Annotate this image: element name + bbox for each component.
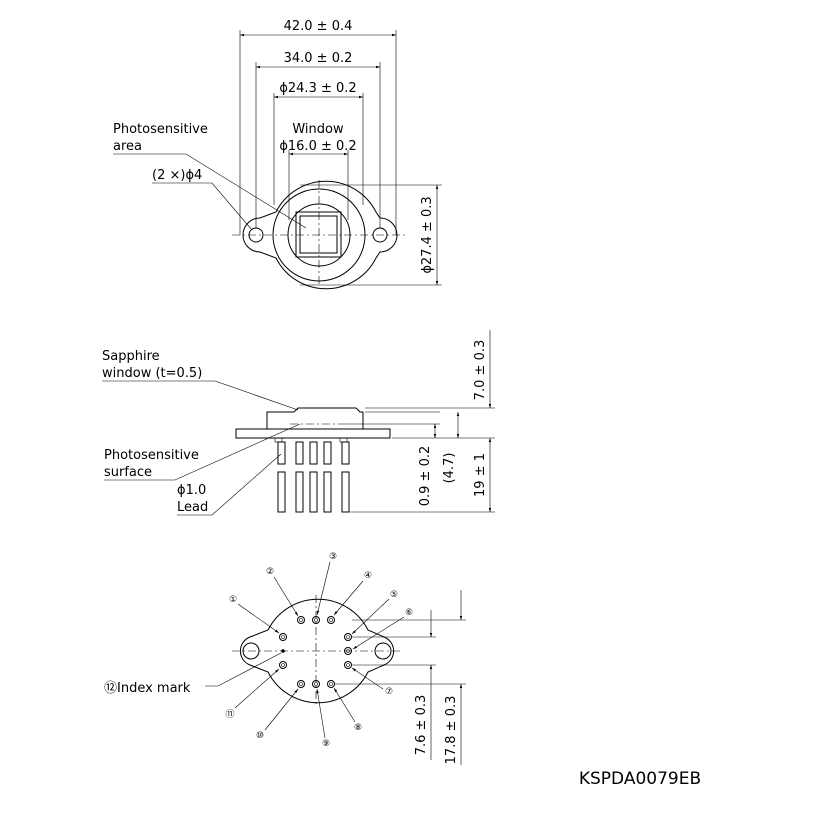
dim-reference: (4.7) <box>442 453 457 484</box>
surface-label-2: surface <box>104 465 152 480</box>
pin-label-3: ③ <box>329 552 337 562</box>
dim-lead-length: 19 ± 1 <box>473 453 488 497</box>
lead-label: Lead <box>177 500 208 515</box>
lead-diameter-label: ϕ1.0 <box>177 483 206 498</box>
dim-outer-width: 42.0 ± 0.4 <box>284 19 353 34</box>
pin-label-11: ⑪ <box>225 709 234 720</box>
pin-label-6: ⑥ <box>405 608 413 618</box>
pin-label-2: ② <box>266 567 274 577</box>
dim-surface-depth: 0.9 ± 0.2 <box>418 446 433 507</box>
photosensitive-area-square <box>295 211 342 258</box>
index-mark-dot <box>281 649 285 653</box>
holes-label: (2 ×)ϕ4 <box>152 168 202 183</box>
dim-height: 7.0 ± 0.3 <box>473 340 488 401</box>
top-flange-outline <box>242 180 398 290</box>
dim-window-diameter: ϕ16.0 ± 0.2 <box>279 139 356 154</box>
window-label: Window <box>292 122 344 137</box>
pin-label-9: ⑨ <box>322 739 330 749</box>
dim-flange-diameter: ϕ27.4 ± 0.3 <box>420 196 435 273</box>
pin-label-4: ④ <box>364 571 372 581</box>
sapphire-label-2: window (t=0.5) <box>102 366 202 381</box>
dim-body-diameter: ϕ24.3 ± 0.2 <box>279 81 356 96</box>
bottom-pins <box>279 616 352 688</box>
dim-pin-row-inner: 7.6 ± 0.3 <box>414 695 429 756</box>
drawing-code: KSPDA0079EB <box>579 769 701 789</box>
dim-hole-pitch: 34.0 ± 0.2 <box>284 51 353 66</box>
photosensitive-area-inner <box>299 215 338 254</box>
side-leads <box>277 441 350 513</box>
pin-label-1: ① <box>229 595 237 605</box>
pin-label-10: ⑩ <box>256 731 264 741</box>
surface-label-1: Photosensitive <box>104 448 199 463</box>
photosensitive-area-label-1: Photosensitive <box>113 122 208 137</box>
side-cap <box>266 407 364 429</box>
photosensitive-area-label-2: area <box>113 139 142 154</box>
side-view: Sapphire window (t=0.5) Photosensitive s… <box>102 330 495 516</box>
pin-label-5: ⑤ <box>390 590 398 600</box>
sapphire-label-1: Sapphire <box>102 349 160 364</box>
top-view: 42.0 ± 0.4 34.0 ± 0.2 ϕ24.3 ± 0.2 Window… <box>113 19 442 290</box>
side-flange <box>235 428 391 439</box>
pin-label-8: ⑧ <box>354 723 362 733</box>
dim-pin-row-outer: 17.8 ± 0.3 <box>444 696 459 765</box>
bottom-mount-hole-right <box>374 642 392 660</box>
pin-labels: ① ② ③ ④ ⑤ ⑥ ⑦ ⑧ ⑨ ⑩ ⑪ <box>225 552 413 749</box>
bottom-view: ① ② ③ ④ ⑤ ⑥ ⑦ ⑧ ⑨ ⑩ ⑪ ⑫Index mark <box>104 552 466 765</box>
index-mark-label: ⑫Index mark <box>104 681 191 696</box>
pin-label-7: ⑦ <box>385 687 393 697</box>
